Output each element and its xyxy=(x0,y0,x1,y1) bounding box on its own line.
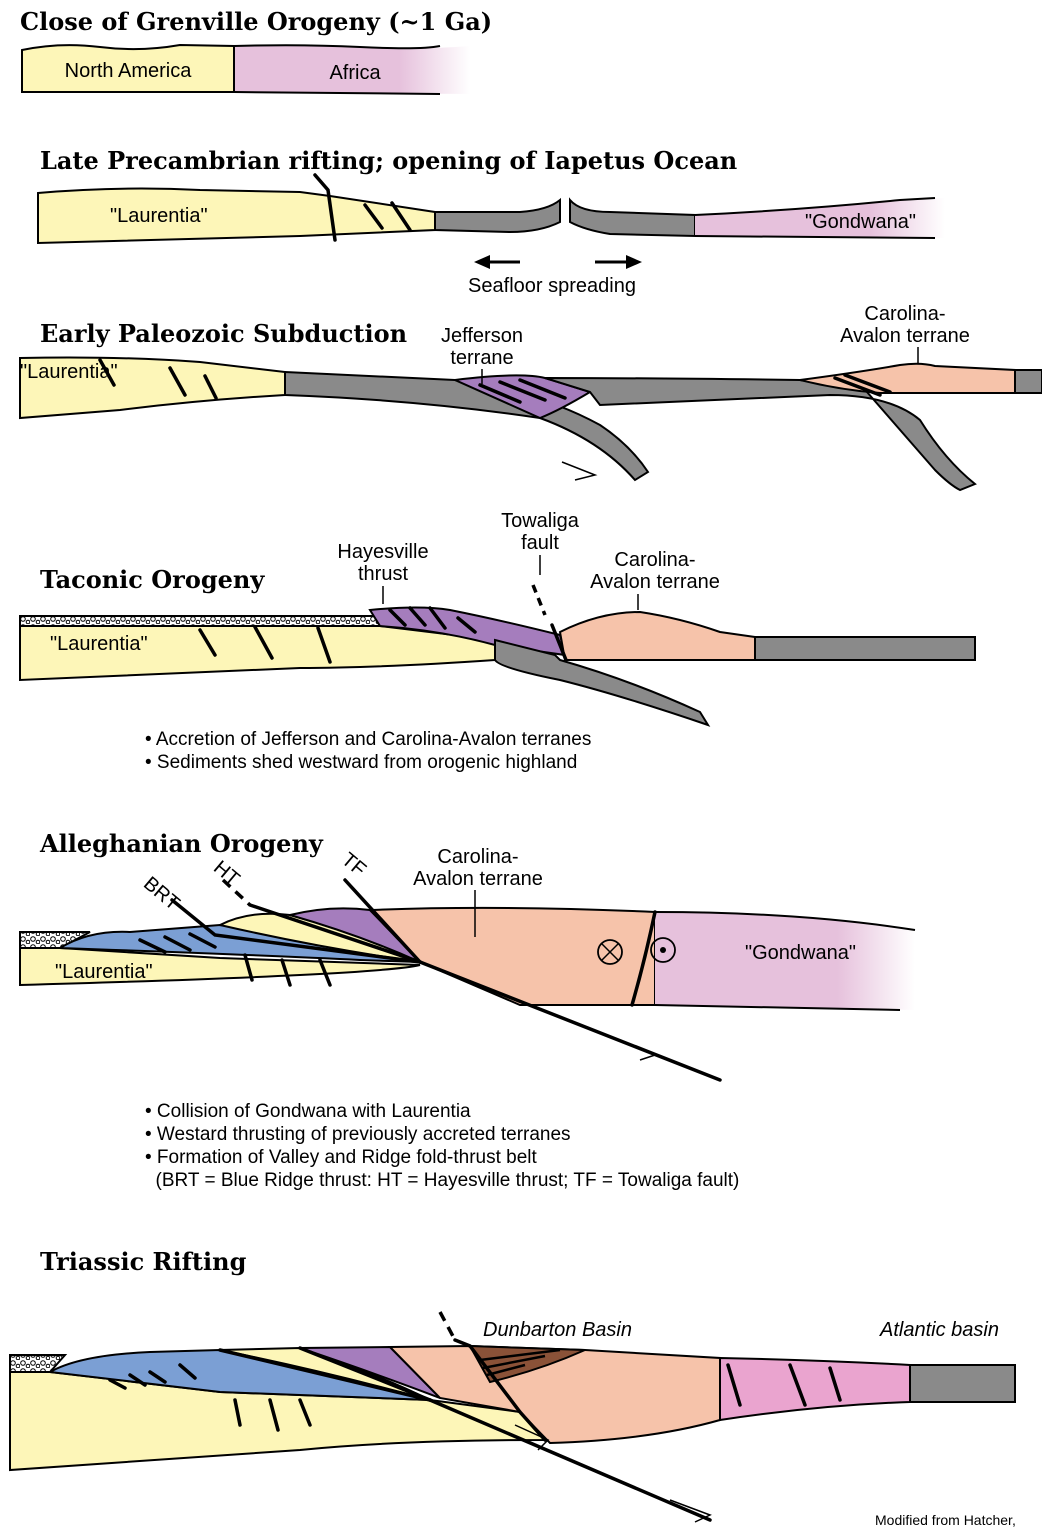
sediment-layer xyxy=(20,616,380,626)
rifted-pink-crust xyxy=(720,1358,910,1420)
label-carolina: Carolina- xyxy=(614,549,695,571)
label-gondwana: "Gondwana" xyxy=(745,942,856,964)
panel-alleghanian: Alleghanian Orogeny BRT HT TF Carolina- … xyxy=(20,829,915,1191)
label-africa: Africa xyxy=(329,62,381,84)
label-seafloor-spreading: Seafloor spreading xyxy=(468,275,636,297)
label-north-america: North America xyxy=(65,60,193,82)
panel-title: Early Paleozoic Subduction xyxy=(40,319,407,348)
note-line: • Formation of Valley and Ridge fold-thr… xyxy=(145,1147,537,1168)
panel-grenville: Close of Grenville Orogeny (~1 Ga) North… xyxy=(20,7,492,94)
label-avalon-terrane: Avalon terrane xyxy=(413,868,543,890)
label-laurentia: "Laurentia" xyxy=(110,205,208,227)
label-laurentia: "Laurentia" xyxy=(20,361,118,383)
label-dunbarton-basin: Dunbarton Basin xyxy=(483,1319,632,1341)
label-avalon-terrane: Avalon terrane xyxy=(590,571,720,593)
panel-title: Alleghanian Orogeny xyxy=(39,829,324,858)
label-towaliga: Towaliga xyxy=(501,510,580,532)
note-line: (BRT = Blue Ridge thrust: HT = Hayesvill… xyxy=(145,1170,739,1191)
panel-title: Taconic Orogeny xyxy=(40,565,265,594)
panel-title: Triassic Rifting xyxy=(40,1247,247,1276)
panel-triassic-rifting: Triassic Rifting Dunbarton Basin Atlanti… xyxy=(10,1247,1015,1522)
spreading-arrows xyxy=(474,255,642,269)
label-laurentia: "Laurentia" xyxy=(50,633,148,655)
oceanic-crust-right xyxy=(570,200,695,236)
panel-title: Close of Grenville Orogeny (~1 Ga) xyxy=(20,7,492,36)
note-line: • Accretion of Jefferson and Carolina-Av… xyxy=(145,729,591,750)
laurentia-block xyxy=(38,189,435,243)
label-hayesville: Hayesville xyxy=(337,541,428,563)
panel-taconic: Taconic Orogeny "Laurentia" Hayesville t… xyxy=(20,510,975,773)
note-line: • Collision of Gondwana with Laurentia xyxy=(145,1101,471,1122)
label-tf: TF xyxy=(337,849,370,882)
label-fault: fault xyxy=(521,532,559,554)
carolina-avalon-terrane xyxy=(560,612,755,660)
label-gondwana: "Gondwana" xyxy=(805,211,916,233)
credit-text: Modified from Hatcher, xyxy=(875,1512,1016,1528)
oceanic-crust-left xyxy=(435,200,560,232)
note-line: • Sediments shed westward from orogenic … xyxy=(145,752,577,773)
label-ht: HT xyxy=(209,857,244,891)
label-avalon-terrane: Avalon terrane xyxy=(840,325,970,347)
label-jefferson: Jefferson xyxy=(441,325,523,347)
panel-iapetus-rifting: Late Precambrian rifting; opening of Iap… xyxy=(38,146,945,297)
label-laurentia: "Laurentia" xyxy=(55,961,153,983)
panel-title: Late Precambrian rifting; opening of Iap… xyxy=(40,146,737,175)
label-brt: BRT xyxy=(139,873,184,915)
label-terrane: terrane xyxy=(450,347,513,369)
label-atlantic-basin: Atlantic basin xyxy=(879,1319,999,1341)
label-carolina: Carolina- xyxy=(437,846,518,868)
label-thrust: thrust xyxy=(358,563,408,585)
note-line: • Westard thrusting of previously accret… xyxy=(145,1124,571,1145)
label-carolina: Carolina- xyxy=(864,303,945,325)
panel-early-paleozoic: Early Paleozoic Subduction "Laurentia" J… xyxy=(20,303,1042,490)
